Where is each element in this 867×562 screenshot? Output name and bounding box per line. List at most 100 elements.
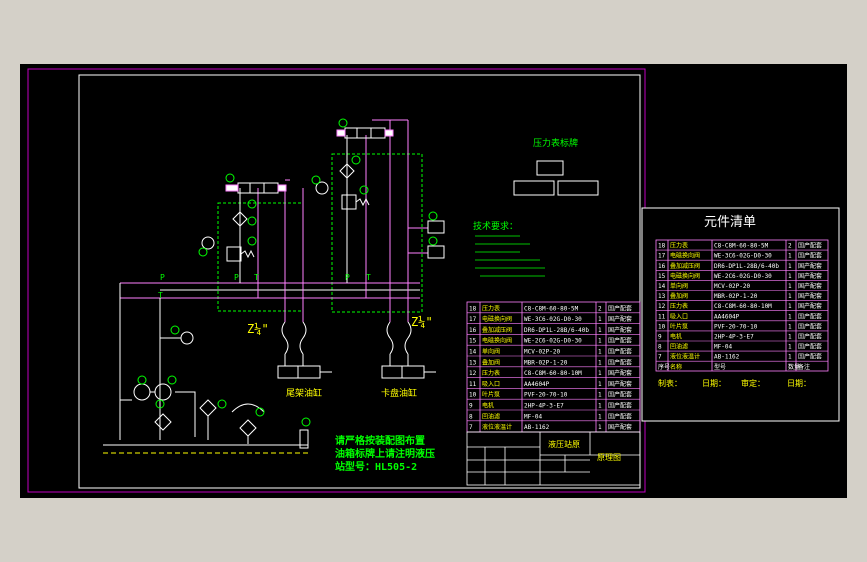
table-cell-mfr: 国产配套 bbox=[798, 272, 822, 280]
table-cell-model: MF-04 bbox=[714, 344, 732, 351]
table-cell-no: 15 bbox=[658, 273, 666, 280]
table-cell-name: 电磁换向阀 bbox=[482, 337, 512, 345]
table-cell-qty: 1 bbox=[598, 424, 602, 431]
manifold-block-left bbox=[217, 202, 304, 312]
assembly-note-2: 油箱标牌上请注明液压 bbox=[335, 447, 435, 460]
table-cell-no: 7 bbox=[658, 354, 662, 361]
chuck-cylinder-label: 卡盘油缸 bbox=[381, 387, 417, 399]
table-cell-no: 16 bbox=[658, 263, 666, 270]
table-cell-qty: 1 bbox=[788, 313, 792, 320]
hose-label-right: Z¼" bbox=[411, 315, 433, 329]
table-cell-mfr: 国产配套 bbox=[798, 322, 822, 330]
sign-made-by: 制表： bbox=[658, 378, 682, 388]
table-cell-no: 8 bbox=[658, 344, 662, 351]
table-cell-mfr: 国产配套 bbox=[608, 304, 632, 312]
table-cell-mfr: 国产配套 bbox=[798, 353, 822, 361]
table-cell-qty: 1 bbox=[598, 349, 602, 356]
table-cell-name: 名称 bbox=[670, 363, 682, 371]
table-cell-mfr: 国产配套 bbox=[608, 315, 632, 323]
table-cell-no: 17 bbox=[658, 253, 666, 260]
table-cell-model: C8-C8M-60-80-5M bbox=[524, 305, 579, 312]
table-cell-mfr: 国产配套 bbox=[798, 262, 822, 270]
table-cell-no: 12 bbox=[469, 370, 477, 377]
table-cell-mfr: 国产配套 bbox=[798, 302, 822, 310]
table-cell-no: 9 bbox=[469, 403, 473, 410]
tech-req-title: 技术要求： bbox=[473, 220, 518, 232]
table-cell-no: 13 bbox=[658, 293, 666, 300]
table-cell-no: 15 bbox=[469, 338, 477, 345]
port-t-mid: T bbox=[254, 273, 259, 282]
table-cell-mfr: 国产配套 bbox=[798, 292, 822, 300]
table-cell-name: 压力表 bbox=[670, 242, 688, 250]
table-cell-qty: 1 bbox=[598, 359, 602, 366]
table-cell-model: DR6-DP1L-28B/6-40b bbox=[524, 327, 589, 334]
table-cell-name: 液位液温计 bbox=[482, 423, 512, 431]
hose-label-left: Z¼" bbox=[247, 322, 269, 336]
table-cell-qty: 1 bbox=[788, 293, 792, 300]
table-cell-model: AA4604P bbox=[524, 381, 550, 388]
table-cell-no: 9 bbox=[658, 334, 662, 341]
table-cell-name: 叶片泵 bbox=[670, 322, 688, 330]
table-cell-qty: 1 bbox=[788, 354, 792, 361]
pressure-panel-title: 压力表标牌 bbox=[533, 137, 578, 149]
table-cell-model: WE-3C6-02G-D0-30 bbox=[714, 253, 772, 260]
assembly-note-1: 请严格按装配图布置 bbox=[335, 434, 425, 447]
table-cell-name: 吸入口 bbox=[670, 313, 688, 320]
table-cell-name: 叠加阀 bbox=[482, 358, 500, 366]
table-cell-qty: 1 bbox=[788, 344, 792, 351]
sign-approved: 审定： bbox=[741, 378, 765, 388]
table-cell-no: 7 bbox=[469, 424, 473, 431]
table-cell-name: 回油滤 bbox=[670, 343, 688, 351]
table-cell-qty: 1 bbox=[598, 381, 602, 388]
table-cell-mfr: 国产配套 bbox=[608, 369, 632, 377]
table-cell-qty: 1 bbox=[598, 338, 602, 345]
table-cell-qty: 1 bbox=[788, 323, 792, 330]
table-cell-model: 2HP-4P-3-E7 bbox=[714, 334, 754, 341]
table-cell-name: 单向阀 bbox=[670, 282, 688, 290]
table-cell-mfr: 国产配套 bbox=[608, 380, 632, 388]
table-cell-name: 电磁换向阀 bbox=[670, 252, 700, 260]
table-cell-model: C8-C8M-60-80-10M bbox=[714, 303, 772, 310]
table-cell-qty: 1 bbox=[598, 392, 602, 399]
table-cell-model: AB-1162 bbox=[714, 354, 740, 361]
drawing-frame bbox=[78, 74, 641, 489]
table-cell-name: 液位液温计 bbox=[670, 353, 700, 361]
table-cell-name: 叠加减压阀 bbox=[482, 326, 512, 334]
sign-date-1: 日期： bbox=[702, 379, 726, 388]
table-cell-model: WE-2C6-02G-D0-30 bbox=[524, 338, 582, 345]
table-cell-mfr: 备注 bbox=[798, 363, 810, 371]
table-cell-model: MBR-02P-1-20 bbox=[714, 293, 758, 300]
table-cell-model: 型号 bbox=[714, 363, 726, 371]
port-p-left: P bbox=[160, 273, 165, 282]
table-cell-name: 叠加阀 bbox=[670, 292, 688, 300]
tailstock-cylinder-label: 尾架油缸 bbox=[286, 387, 322, 399]
table-cell-name: 叶片泵 bbox=[482, 391, 500, 399]
table-cell-model: MCV-02P-20 bbox=[524, 349, 561, 356]
right-bom-grid bbox=[655, 239, 829, 372]
table-cell-mfr: 国产配套 bbox=[608, 326, 632, 334]
table-cell-model: WE-2C6-02G-D0-30 bbox=[714, 273, 772, 280]
port-t-right: T bbox=[366, 273, 371, 282]
table-cell-qty: 1 bbox=[598, 316, 602, 323]
table-cell-name: 电机 bbox=[482, 402, 494, 410]
table-cell-no: 10 bbox=[469, 392, 477, 399]
table-cell-no: 11 bbox=[469, 381, 477, 388]
table-cell-mfr: 国产配套 bbox=[798, 252, 822, 260]
table-cell-no: 18 bbox=[469, 305, 477, 312]
table-cell-model: 2HP-4P-3-E7 bbox=[524, 403, 564, 410]
table-cell-mfr: 国产配套 bbox=[608, 348, 632, 356]
table-cell-mfr: 国产配套 bbox=[798, 242, 822, 250]
table-cell-name: 叠加减压阀 bbox=[670, 262, 700, 270]
table-cell-no: 17 bbox=[469, 316, 477, 323]
table-cell-qty: 1 bbox=[788, 334, 792, 341]
table-cell-mfr: 国产配套 bbox=[608, 402, 632, 410]
table-cell-model: AB-1162 bbox=[524, 424, 550, 431]
table-cell-mfr: 国产配套 bbox=[608, 337, 632, 345]
port-t-left: T bbox=[158, 291, 163, 300]
table-cell-qty: 1 bbox=[598, 413, 602, 420]
table-cell-mfr: 国产配套 bbox=[608, 358, 632, 366]
table-cell-qty: 2 bbox=[788, 243, 792, 250]
